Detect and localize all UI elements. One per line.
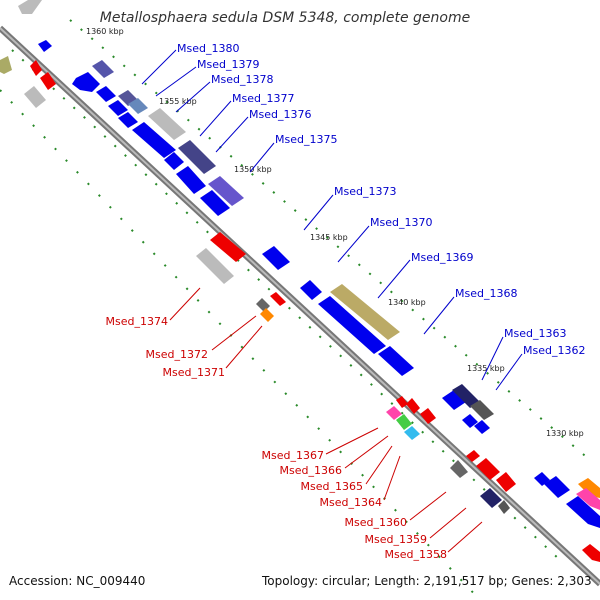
gene-arrow[interactable]: [0, 56, 12, 74]
gene-arrow[interactable]: [318, 296, 386, 354]
gene-arrow[interactable]: [442, 390, 466, 410]
gene-arrow[interactable]: [452, 384, 480, 408]
guide-line-outer-2: [11, 49, 561, 561]
gene-arrow[interactable]: [132, 122, 176, 158]
gene-label[interactable]: Msed_1375: [275, 133, 337, 146]
gene-arrow[interactable]: [566, 496, 600, 528]
gene-arrow[interactable]: [38, 40, 52, 52]
gene-arrow[interactable]: [30, 60, 42, 76]
gene-label[interactable]: Msed_1367: [262, 449, 324, 462]
gene-arrow[interactable]: [466, 450, 480, 462]
gene-arrow[interactable]: [474, 420, 490, 434]
gene-arrow[interactable]: [544, 476, 570, 498]
gene-arrow[interactable]: [208, 176, 244, 206]
gene-arrow[interactable]: [406, 398, 420, 414]
gene-arrow[interactable]: [578, 478, 600, 498]
tick-label: 1360 kbp: [86, 27, 124, 36]
gene-arrow[interactable]: [260, 308, 274, 322]
gene-label[interactable]: Msed_1380: [177, 42, 239, 55]
gene-label[interactable]: Msed_1376: [249, 108, 311, 121]
forward-gene-labels: Msed_1380 Msed_1379 Msed_1378 Msed_1377 …: [177, 42, 585, 357]
gene-arrow[interactable]: [450, 460, 468, 478]
gene-arrow[interactable]: [24, 86, 46, 108]
tick-label: 1355 kbp: [159, 97, 197, 106]
gene-arrow[interactable]: [378, 346, 414, 376]
gene-arrow[interactable]: [196, 248, 234, 284]
tick-guides: [0, 19, 591, 600]
reverse-gene-labels: Msed_1374 Msed_1372 Msed_1371 Msed_1367 …: [106, 315, 447, 561]
gene-label[interactable]: Msed_1358: [385, 548, 447, 561]
accession-text: Accession: NC_009440: [9, 574, 146, 588]
gene-label[interactable]: Msed_1366: [280, 464, 342, 477]
gene-label[interactable]: Msed_1370: [370, 216, 432, 229]
gene-arrow[interactable]: [200, 190, 230, 216]
gene-label[interactable]: Msed_1372: [146, 348, 208, 361]
gene-arrow[interactable]: [40, 72, 56, 90]
tick-label: 1340 kbp: [388, 298, 426, 307]
tick-label: 1350 kbp: [234, 165, 272, 174]
reverse-strand-genes: [0, 0, 600, 562]
map-title: Metallosphaera sedula DSM 5348, complete…: [100, 10, 470, 26]
gene-arrow[interactable]: [576, 488, 600, 510]
gene-arrow[interactable]: [96, 86, 116, 102]
gene-arrow[interactable]: [420, 408, 436, 424]
gene-arrow[interactable]: [92, 60, 114, 78]
gene-arrow[interactable]: [300, 280, 322, 300]
gene-arrow[interactable]: [148, 108, 186, 140]
gene-label[interactable]: Msed_1378: [211, 73, 273, 86]
gene-arrow[interactable]: [108, 100, 128, 116]
gene-arrow[interactable]: [330, 284, 400, 340]
guide-line-outer-1: [69, 19, 591, 461]
gene-arrow[interactable]: [404, 426, 420, 440]
gene-arrow[interactable]: [178, 140, 216, 174]
tick-label: 1335 kbp: [467, 364, 505, 373]
gene-arrow[interactable]: [462, 414, 478, 428]
gene-arrow[interactable]: [470, 400, 494, 420]
backbone-highlight: [0, 27, 600, 585]
gene-label[interactable]: Msed_1371: [163, 366, 225, 379]
gene-arrow[interactable]: [270, 292, 286, 306]
gene-label[interactable]: Msed_1377: [232, 92, 294, 105]
gene-label[interactable]: Msed_1362: [523, 344, 585, 357]
gene-arrow[interactable]: [396, 396, 408, 408]
gene-label[interactable]: Msed_1369: [411, 251, 473, 264]
tick-label: 1330 kbp: [546, 429, 584, 438]
tick-labels: 1360 kbp 1355 kbp 1350 kbp 1345 kbp 1340…: [86, 27, 584, 438]
gene-arrow[interactable]: [18, 0, 42, 14]
gene-arrow[interactable]: [582, 544, 600, 562]
gene-label[interactable]: Msed_1364: [320, 496, 382, 509]
gene-arrow[interactable]: [476, 458, 500, 480]
gene-arrow[interactable]: [498, 500, 510, 514]
gene-arrow[interactable]: [164, 152, 184, 170]
gene-label[interactable]: Msed_1359: [365, 533, 427, 546]
genome-backbone: [0, 25, 600, 587]
gene-arrow[interactable]: [176, 166, 206, 194]
gene-label[interactable]: Msed_1368: [455, 287, 517, 300]
gene-label[interactable]: Msed_1360: [345, 516, 407, 529]
gene-arrow[interactable]: [496, 472, 516, 492]
tick-label: 1345 kbp: [310, 233, 348, 242]
gene-label[interactable]: Msed_1365: [301, 480, 363, 493]
gene-label[interactable]: Msed_1374: [106, 315, 168, 328]
gene-arrow[interactable]: [262, 246, 290, 270]
topology-text: Topology: circular; Length: 2,191,517 bp…: [262, 574, 592, 588]
gene-arrow[interactable]: [480, 488, 502, 508]
gene-arrow[interactable]: [128, 98, 148, 114]
forward-strand-genes: [38, 40, 600, 528]
gene-arrow[interactable]: [118, 112, 138, 128]
gene-arrow[interactable]: [386, 406, 402, 420]
gene-arrow[interactable]: [72, 72, 100, 92]
forward-leader-lines: [141, 49, 523, 391]
gene-label[interactable]: Msed_1363: [504, 327, 566, 340]
gene-label[interactable]: Msed_1379: [197, 58, 259, 71]
reverse-leader-lines: [169, 287, 483, 553]
gene-label[interactable]: Msed_1373: [334, 185, 396, 198]
gene-arrow[interactable]: [396, 414, 412, 430]
gene-arrow[interactable]: [210, 232, 246, 262]
gene-arrow[interactable]: [534, 472, 550, 486]
